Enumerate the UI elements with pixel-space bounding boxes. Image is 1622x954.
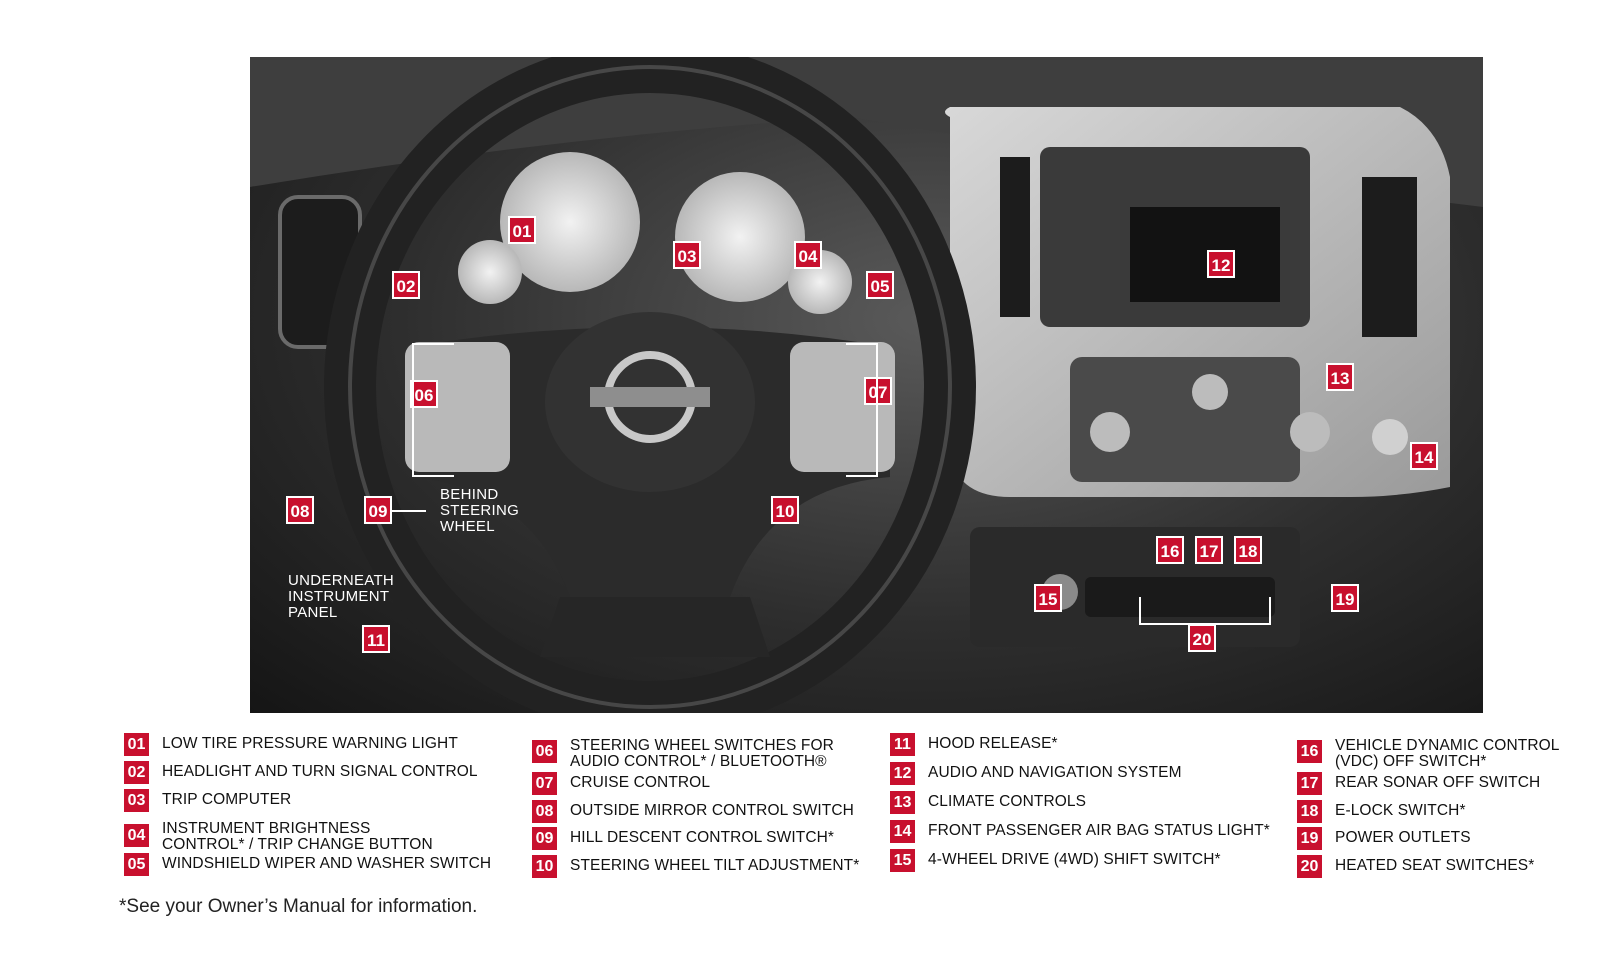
legend-text: HEADLIGHT AND TURN SIGNAL CONTROL <box>162 763 478 780</box>
legend-item-02: 02 HEADLIGHT AND TURN SIGNAL CONTROL <box>124 761 478 784</box>
underneath-instrument-panel-note: UNDERNEATH INSTRUMENT PANEL <box>288 572 395 621</box>
callout-badge-03: 03 <box>673 241 701 269</box>
callout-badge-15: 15 <box>1034 584 1062 612</box>
legend-text: OUTSIDE MIRROR CONTROL SWITCH <box>570 802 854 819</box>
callout-badge-20: 20 <box>1188 624 1216 652</box>
bracket-20 <box>1139 597 1271 625</box>
legend-text: HOOD RELEASE* <box>928 735 1058 752</box>
legend-text: POWER OUTLETS <box>1335 829 1471 846</box>
legend-text: TRIP COMPUTER <box>162 791 292 808</box>
bracket-07 <box>846 343 878 477</box>
legend-item-10: 10 STEERING WHEEL TILT ADJUSTMENT* <box>532 855 859 878</box>
legend-item-16: 16 VEHICLE DYNAMIC CONTROL (VDC) OFF SWI… <box>1297 735 1560 770</box>
legend-num: 11 <box>890 733 915 756</box>
legend-num: 18 <box>1297 800 1322 823</box>
callout-badge-04: 04 <box>794 241 822 269</box>
legend-item-18: 18 E-LOCK SWITCH* <box>1297 800 1466 823</box>
legend-item-09: 09 HILL DESCENT CONTROL SWITCH* <box>532 827 834 850</box>
legend-num: 14 <box>890 820 915 843</box>
callout-badge-17: 17 <box>1195 536 1223 564</box>
legend-item-13: 13 CLIMATE CONTROLS <box>890 791 1086 814</box>
legend-item-14: 14 FRONT PASSENGER AIR BAG STATUS LIGHT* <box>890 820 1270 843</box>
legend-item-11: 11 HOOD RELEASE* <box>890 733 1058 756</box>
dashboard-photo: 01 02 03 04 05 06 07 08 09 10 11 12 13 1… <box>250 57 1483 713</box>
legend-text: WINDSHIELD WIPER AND WASHER SWITCH <box>162 855 492 872</box>
legend-num: 10 <box>532 855 557 878</box>
behind-steering-wheel-note: BEHIND STEERING WHEEL <box>440 486 520 535</box>
legend-num: 15 <box>890 849 915 872</box>
legend-item-01: 01 LOW TIRE PRESSURE WARNING LIGHT <box>124 733 458 756</box>
legend-text: 4-WHEEL DRIVE (4WD) SHIFT SWITCH* <box>928 851 1221 868</box>
callout-badge-08: 08 <box>286 496 314 524</box>
legend-num: 02 <box>124 761 149 784</box>
legend-item-12: 12 AUDIO AND NAVIGATION SYSTEM <box>890 762 1182 785</box>
callout-badge-18: 18 <box>1234 536 1262 564</box>
legend-text: CLIMATE CONTROLS <box>928 793 1087 810</box>
legend-text: REAR SONAR OFF SWITCH <box>1335 774 1541 791</box>
legend-num: 17 <box>1297 772 1322 795</box>
callout-badge-11: 11 <box>362 625 390 653</box>
legend-text: STEERING WHEEL SWITCHES FOR AUDIO CONTRO… <box>570 737 834 770</box>
legend-item-15: 15 4-WHEEL DRIVE (4WD) SHIFT SWITCH* <box>890 849 1221 872</box>
legend-text: INSTRUMENT BRIGHTNESS CONTROL* / TRIP CH… <box>162 820 433 853</box>
callout-badge-19: 19 <box>1331 584 1359 612</box>
legend-item-19: 19 POWER OUTLETS <box>1297 827 1471 850</box>
legend-num: 07 <box>532 772 557 795</box>
callout-badge-05: 05 <box>866 271 894 299</box>
legend-num: 09 <box>532 827 557 850</box>
callout-badge-10: 10 <box>771 496 799 524</box>
legend-num: 06 <box>532 740 557 763</box>
callout-badge-14: 14 <box>1410 442 1438 470</box>
legend-item-05: 05 WINDSHIELD WIPER AND WASHER SWITCH <box>124 853 491 876</box>
legend-item-03: 03 TRIP COMPUTER <box>124 789 291 812</box>
legend-num: 04 <box>124 824 149 847</box>
owners-manual-footnote: *See your Owner’s Manual for information… <box>119 896 478 917</box>
legend-text: FRONT PASSENGER AIR BAG STATUS LIGHT* <box>928 822 1270 839</box>
legend-text: HILL DESCENT CONTROL SWITCH* <box>570 829 835 846</box>
legend-text: AUDIO AND NAVIGATION SYSTEM <box>928 764 1182 781</box>
callout-badge-09: 09 <box>364 496 392 524</box>
legend-item-04: 04 INSTRUMENT BRIGHTNESS CONTROL* / TRIP… <box>124 818 433 853</box>
leader-09 <box>392 510 426 512</box>
legend-text: E-LOCK SWITCH* <box>1335 802 1466 819</box>
callout-badge-06: 06 <box>410 380 438 408</box>
legend-num: 12 <box>890 762 915 785</box>
legend-item-08: 08 OUTSIDE MIRROR CONTROL SWITCH <box>532 800 854 823</box>
callout-badge-02: 02 <box>392 271 420 299</box>
legend-num: 03 <box>124 789 149 812</box>
callout-badge-13: 13 <box>1326 363 1354 391</box>
callout-badge-16: 16 <box>1156 536 1184 564</box>
legend-item-07: 07 CRUISE CONTROL <box>532 772 710 795</box>
legend-item-06: 06 STEERING WHEEL SWITCHES FOR AUDIO CON… <box>532 735 834 770</box>
dashboard-illustration <box>250 57 1483 713</box>
legend-item-20: 20 HEATED SEAT SWITCHES* <box>1297 855 1534 878</box>
legend-item-17: 17 REAR SONAR OFF SWITCH <box>1297 772 1540 795</box>
legend-num: 01 <box>124 733 149 756</box>
legend-num: 13 <box>890 791 915 814</box>
legend-num: 16 <box>1297 740 1322 763</box>
legend-num: 19 <box>1297 827 1322 850</box>
legend-num: 08 <box>532 800 557 823</box>
callout-badge-12: 12 <box>1207 250 1235 278</box>
legend-text: VEHICLE DYNAMIC CONTROL (VDC) OFF SWITCH… <box>1335 737 1560 770</box>
legend-text: LOW TIRE PRESSURE WARNING LIGHT <box>162 735 458 752</box>
legend-text: STEERING WHEEL TILT ADJUSTMENT* <box>570 857 860 874</box>
callout-badge-01: 01 <box>508 216 536 244</box>
bracket-06 <box>412 343 454 477</box>
legend-num: 05 <box>124 853 149 876</box>
legend-text: CRUISE CONTROL <box>570 774 711 791</box>
legend-num: 20 <box>1297 855 1322 878</box>
legend-text: HEATED SEAT SWITCHES* <box>1335 857 1535 874</box>
